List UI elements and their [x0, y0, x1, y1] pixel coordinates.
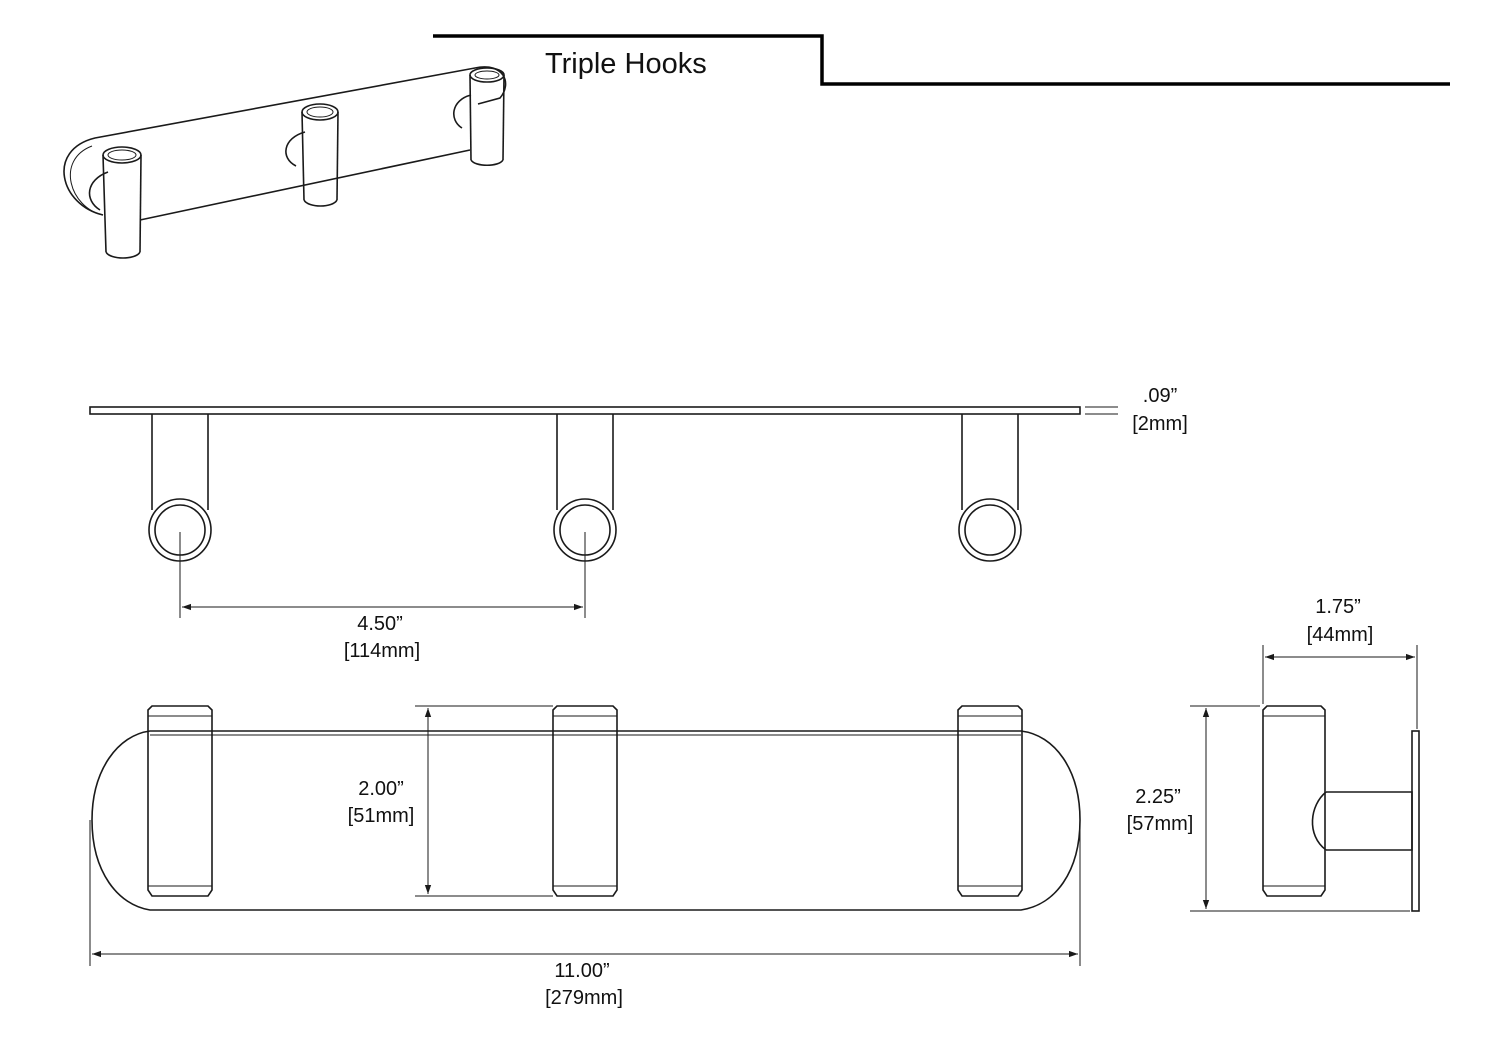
plate-height-dimension: 2.00” [51mm]	[348, 705, 553, 897]
front-hook-3	[957, 705, 1023, 897]
top-hook-3	[958, 414, 1022, 562]
projection-dimension: 1.75” [44mm]	[1262, 596, 1418, 729]
hook-spacing-metric: [114mm]	[344, 640, 420, 662]
overall-height-dimension: 2.25” [57mm]	[1127, 705, 1410, 912]
iso-hook-3	[469, 67, 505, 167]
front-view: 2.00” [51mm] 11.00” [279mm]	[89, 705, 1081, 1009]
hook-spacing-imperial: 4.50”	[357, 613, 403, 635]
overall-length-metric: [279mm]	[545, 987, 623, 1009]
plate-height-metric: [51mm]	[348, 805, 415, 827]
top-view: .09” [2mm] 4.50” [114mm]	[89, 385, 1188, 662]
overall-height-imperial: 2.25”	[1135, 786, 1181, 808]
hook-spacing-dimension: 4.50” [114mm]	[179, 532, 586, 662]
thickness-dimension: .09” [2mm]	[1085, 385, 1188, 435]
projection-imperial: 1.75”	[1315, 596, 1361, 618]
thickness-imperial: .09”	[1143, 385, 1177, 407]
overall-height-metric: [57mm]	[1127, 813, 1194, 835]
plate-height-imperial: 2.00”	[358, 778, 404, 800]
thickness-metric: [2mm]	[1132, 413, 1188, 435]
overall-length-imperial: 11.00”	[554, 960, 609, 982]
front-hook-1	[147, 705, 213, 897]
iso-hook-1	[102, 146, 142, 259]
projection-metric: [44mm]	[1307, 624, 1374, 646]
side-view: 1.75” [44mm] 2.25” [57mm]	[1127, 596, 1420, 912]
title-block: Triple Hooks	[433, 34, 1450, 86]
iso-hook-2	[301, 103, 339, 207]
isometric-view	[63, 66, 507, 259]
overall-length-dimension: 11.00” [279mm]	[89, 820, 1081, 1009]
page-title: Triple Hooks	[545, 48, 707, 80]
front-hook-2	[552, 705, 618, 897]
